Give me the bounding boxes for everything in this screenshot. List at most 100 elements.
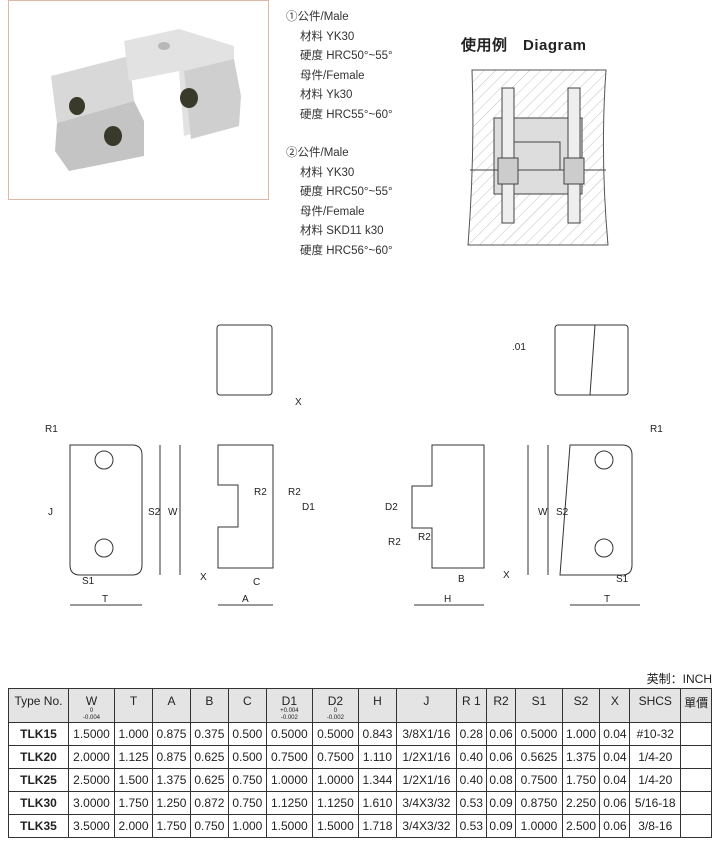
table-cell: 1.500 bbox=[114, 768, 153, 792]
column-header: R 1 bbox=[455, 688, 487, 723]
table-cell: 1.000 bbox=[561, 722, 601, 746]
label-s2-left: S2 bbox=[148, 507, 161, 518]
table-cell: 1.610 bbox=[357, 791, 397, 815]
table-cell: 0.09 bbox=[485, 814, 517, 838]
unit-label: 英制：INCH bbox=[646, 672, 712, 686]
table-cell: 1/4-20 bbox=[629, 768, 682, 792]
table-cell: 0.843 bbox=[357, 722, 397, 746]
label-x-top: X bbox=[295, 397, 302, 408]
product-photo bbox=[8, 0, 269, 200]
table-cell: 1.5000 bbox=[311, 814, 359, 838]
table-cell: 3.0000 bbox=[67, 791, 116, 815]
table-cell: 2.0000 bbox=[67, 745, 116, 769]
table-cell: 0.06 bbox=[599, 791, 631, 815]
table-cell: 1.250 bbox=[151, 791, 191, 815]
header-label: S1 bbox=[531, 694, 547, 708]
table-cell: 0.5000 bbox=[265, 722, 313, 746]
female1-label: 母件/Female bbox=[300, 69, 365, 82]
table-cell: 0.04 bbox=[599, 722, 631, 746]
column-header: 單價 bbox=[680, 688, 712, 723]
table-cell: 0.500 bbox=[227, 745, 267, 769]
male2-hardness: 硬度 HRC50°~55° bbox=[300, 186, 393, 198]
header-label: R2 bbox=[493, 694, 509, 708]
table-cell: 0.5625 bbox=[515, 745, 563, 769]
header-label: Type No. bbox=[14, 694, 63, 708]
table-cell: 1.1250 bbox=[311, 791, 359, 815]
female2-label: 母件/Female bbox=[300, 205, 365, 218]
table-cell: 3/8-16 bbox=[629, 814, 682, 838]
label-h: H bbox=[444, 594, 451, 605]
table-cell: 0.7500 bbox=[265, 745, 313, 769]
table-cell: 1/4-20 bbox=[629, 745, 682, 769]
header-label: A bbox=[167, 694, 176, 708]
label-d2: D2 bbox=[385, 502, 398, 513]
header-label: D2 bbox=[327, 694, 344, 708]
label-a: A bbox=[242, 594, 249, 605]
table-cell: 0.06 bbox=[485, 745, 517, 769]
table-cell: 1.0000 bbox=[311, 768, 359, 792]
table-cell: 0.5000 bbox=[515, 722, 563, 746]
usage-diagram bbox=[467, 69, 609, 246]
header-label: S2 bbox=[573, 694, 589, 708]
table-cell: 0.625 bbox=[189, 768, 229, 792]
table-cell: 1.5000 bbox=[67, 722, 116, 746]
table-cell: 1.000 bbox=[227, 814, 267, 838]
table-cell: 1.750 bbox=[151, 814, 191, 838]
type-cell: TLK15 bbox=[8, 722, 69, 746]
table-cell: 1.718 bbox=[357, 814, 397, 838]
label-w-left: W bbox=[168, 507, 178, 518]
table-cell: 0.872 bbox=[189, 791, 229, 815]
header-label: W bbox=[85, 694, 98, 708]
table-cell bbox=[680, 768, 712, 792]
table-cell: 0.875 bbox=[151, 722, 191, 746]
male2-material: 材料 YK30 bbox=[300, 166, 355, 179]
table-cell: #10-32 bbox=[629, 722, 682, 746]
table-cell: 1.750 bbox=[561, 768, 601, 792]
type-cell: TLK25 bbox=[8, 768, 69, 792]
table-cell: 0.750 bbox=[227, 791, 267, 815]
table-cell bbox=[680, 791, 712, 815]
table-cell: 1.0000 bbox=[515, 814, 563, 838]
label-s2-right: S2 bbox=[556, 507, 569, 518]
header-label: T bbox=[129, 694, 138, 708]
table-cell bbox=[680, 814, 712, 838]
table-cell: 0.875 bbox=[151, 745, 191, 769]
header-label: B bbox=[205, 694, 214, 708]
column-header: H bbox=[357, 688, 397, 723]
female1-hardness: 硬度 HRC55°~60° bbox=[300, 108, 393, 121]
label-r1-right: R1 bbox=[650, 424, 663, 435]
label-c: C bbox=[253, 577, 260, 588]
column-header: X bbox=[599, 688, 631, 723]
table-cell: 0.8750 bbox=[515, 791, 563, 815]
column-header: Type No. bbox=[8, 688, 69, 723]
label-r2-b: R2 bbox=[288, 487, 301, 498]
column-header: S2 bbox=[561, 688, 601, 723]
header-tolerance: -0.002 bbox=[326, 715, 344, 721]
label-t-left: T bbox=[102, 594, 108, 605]
table-cell: 1.375 bbox=[561, 745, 601, 769]
type-cell: TLK20 bbox=[8, 745, 69, 769]
male1-hardness: 硬度 HRC50°~55° bbox=[300, 50, 393, 62]
label-x-right: X bbox=[503, 570, 510, 581]
label-s1-right: S1 bbox=[616, 574, 629, 585]
table-cell: 2.500 bbox=[561, 814, 601, 838]
table-cell: 0.5000 bbox=[311, 722, 359, 746]
header-label: H bbox=[373, 694, 382, 708]
column-header: D1+0.004-0.002 bbox=[265, 688, 313, 723]
table-cell: 1.1250 bbox=[265, 791, 313, 815]
table-cell: 0.625 bbox=[189, 745, 229, 769]
table-cell: 3/4X3/32 bbox=[395, 791, 457, 815]
table-cell: 0.04 bbox=[599, 768, 631, 792]
table-cell: 1.000 bbox=[114, 722, 153, 746]
header-label: D1 bbox=[281, 694, 298, 708]
column-header: R2 bbox=[485, 688, 517, 723]
label-r2-d: R2 bbox=[418, 532, 431, 543]
label-t-right: T bbox=[604, 594, 610, 605]
table-cell: 1/2X1/16 bbox=[395, 745, 457, 769]
female1-material: 材料 Yk30 bbox=[300, 89, 353, 101]
table-cell: 1/2X1/16 bbox=[395, 768, 457, 792]
